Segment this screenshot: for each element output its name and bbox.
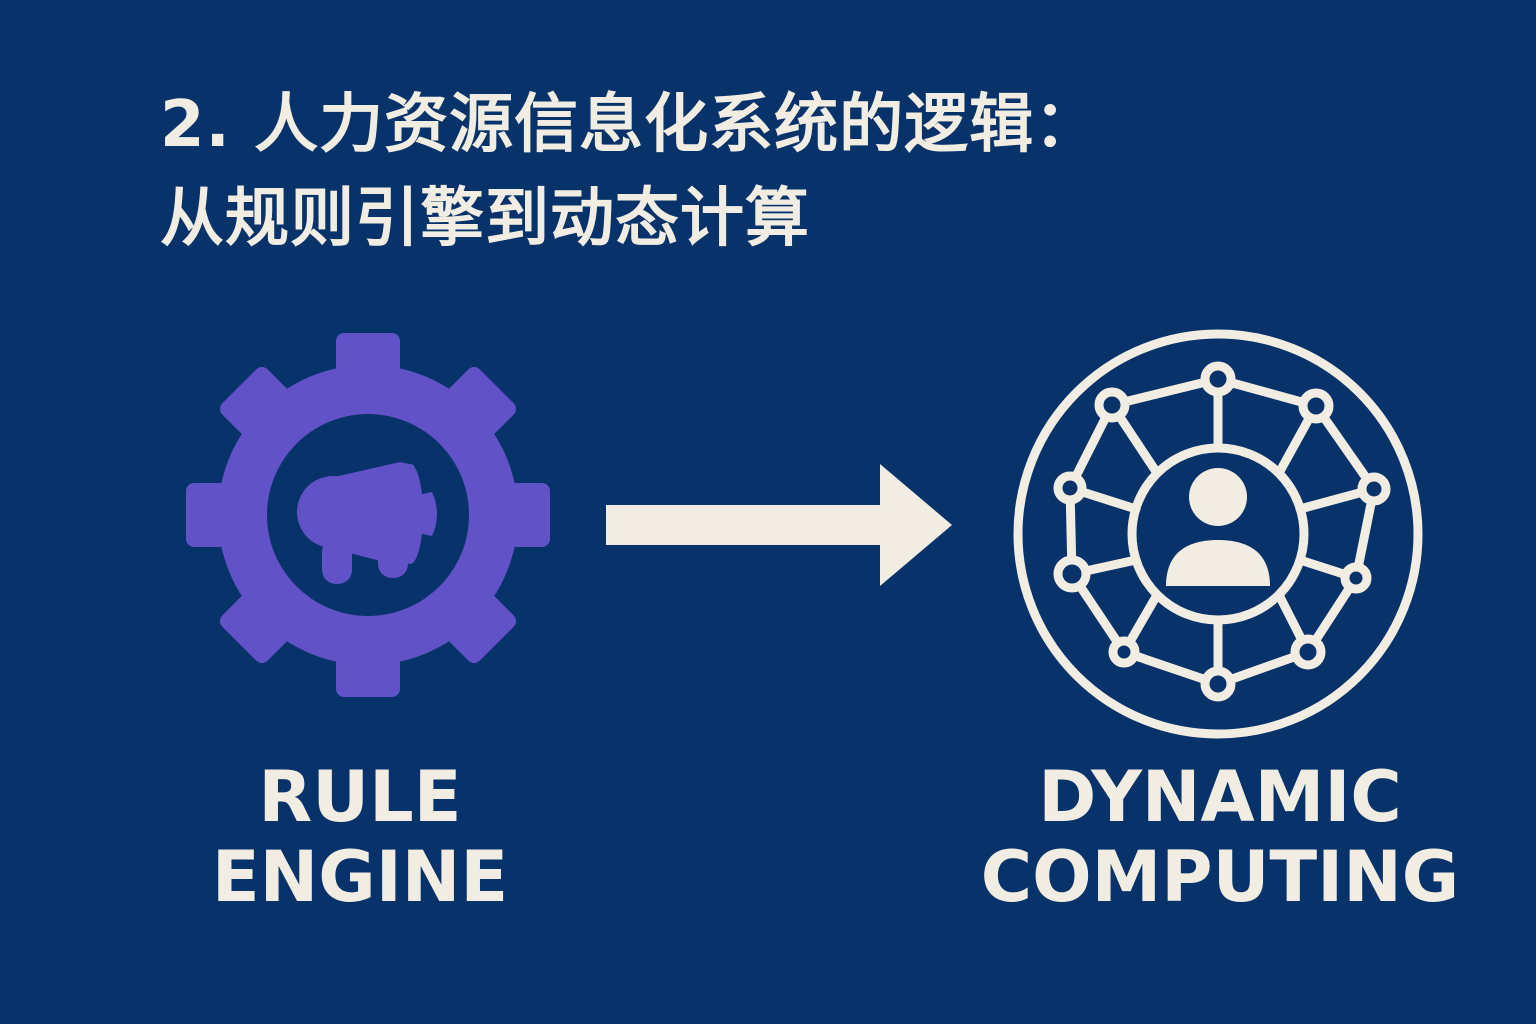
rule-engine-label: RULE ENGINE xyxy=(190,757,530,917)
megaphone-icon xyxy=(297,462,437,584)
gear-megaphone-icon xyxy=(186,333,550,697)
outer-circle xyxy=(1013,329,1423,739)
slide-title: 2. 人力资源信息化系统的逻辑： 从规则引擎到动态计算 xyxy=(160,78,1099,266)
person-network-icon xyxy=(1013,329,1423,739)
dynamic-computing-label-line-1: DYNAMIC xyxy=(1038,756,1402,838)
title-line-1: 2. 人力资源信息化系统的逻辑： xyxy=(160,88,1100,162)
dynamic-computing-label: DYNAMIC COMPUTING xyxy=(960,757,1480,917)
rule-engine-label-line-1: RULE xyxy=(258,756,462,838)
person-icon xyxy=(1166,468,1270,586)
rule-engine-label-line-2: ENGINE xyxy=(211,836,509,918)
dynamic-computing-label-line-2: COMPUTING xyxy=(980,836,1460,918)
title-line-2: 从规则引擎到动态计算 xyxy=(160,182,810,256)
arrow-right-icon xyxy=(606,464,952,586)
